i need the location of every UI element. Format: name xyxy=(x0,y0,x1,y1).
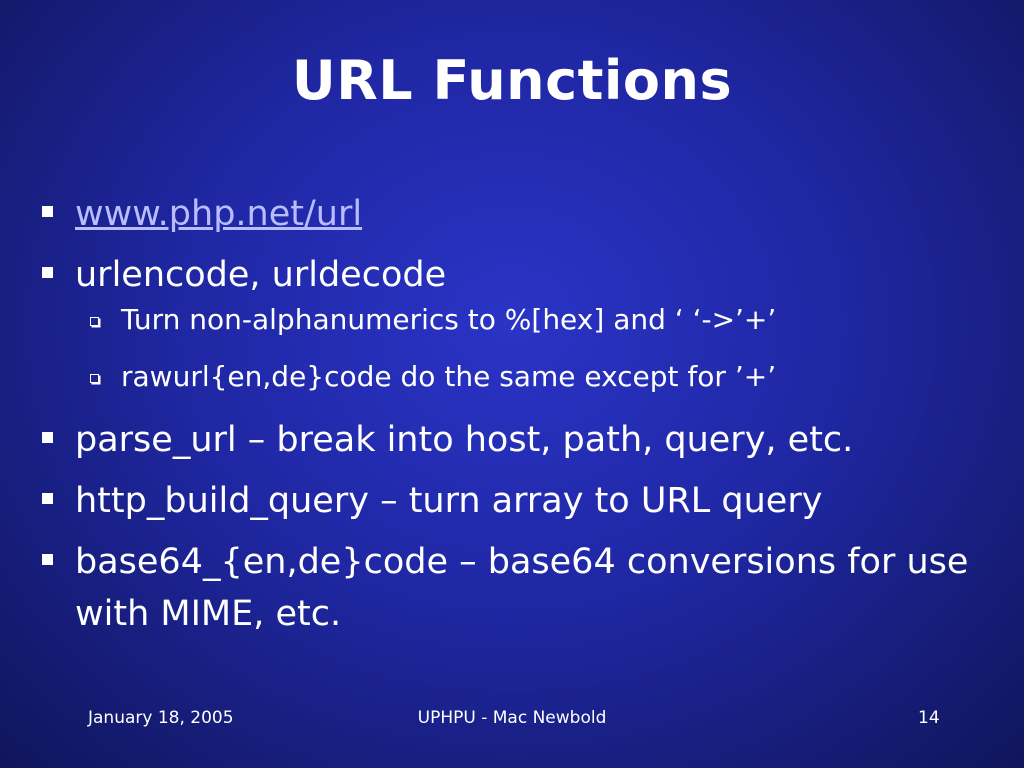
sub-bullet-item: Turn non-alphanumerics to %[hex] and ‘ ‘… xyxy=(40,300,1000,340)
bullet-item-http-build-query: http_build_query – turn array to URL que… xyxy=(40,475,1000,527)
sub-bullet-text: rawurl{en,de}code do the same except for… xyxy=(121,360,777,393)
bullet-text: parse_url – break into host, path, query… xyxy=(75,420,854,460)
bullet-item-parse-url: parse_url – break into host, path, query… xyxy=(40,414,1000,466)
bullet-item-url: www.php.net/url xyxy=(40,188,1000,240)
bullet-item-urlencode: urlencode, urldecode xyxy=(40,249,1000,301)
square-bullet-icon xyxy=(42,432,53,443)
sub-bullet-item: rawurl{en,de}code do the same except for… xyxy=(40,357,1000,397)
page-number: 14 xyxy=(918,708,940,728)
square-bullet-icon xyxy=(42,493,53,504)
footer-author: UPHPU - Mac Newbold xyxy=(417,708,607,728)
hollow-square-bullet-icon xyxy=(90,317,99,326)
hollow-square-bullet-icon xyxy=(90,374,99,383)
sub-bullet-list: Turn non-alphanumerics to %[hex] and ‘ ‘… xyxy=(40,300,1000,397)
bullet-text: urlencode, urldecode xyxy=(75,255,447,295)
sub-bullet-text: Turn non-alphanumerics to %[hex] and ‘ ‘… xyxy=(121,303,777,336)
square-bullet-icon xyxy=(42,206,53,217)
php-url-link[interactable]: www.php.net/url xyxy=(75,194,363,234)
bullet-list: www.php.net/url urlencode, urldecode Tur… xyxy=(40,188,1000,649)
slide-title: URL Functions xyxy=(291,49,733,112)
bullet-text: http_build_query – turn array to URL que… xyxy=(75,481,823,521)
bullet-text: base64_{en,de}code – base64 conversions … xyxy=(75,542,969,634)
bullet-item-base64: base64_{en,de}code – base64 conversions … xyxy=(40,536,1000,640)
square-bullet-icon xyxy=(42,267,53,278)
footer-date: January 18, 2005 xyxy=(88,708,234,728)
square-bullet-icon xyxy=(42,554,53,565)
